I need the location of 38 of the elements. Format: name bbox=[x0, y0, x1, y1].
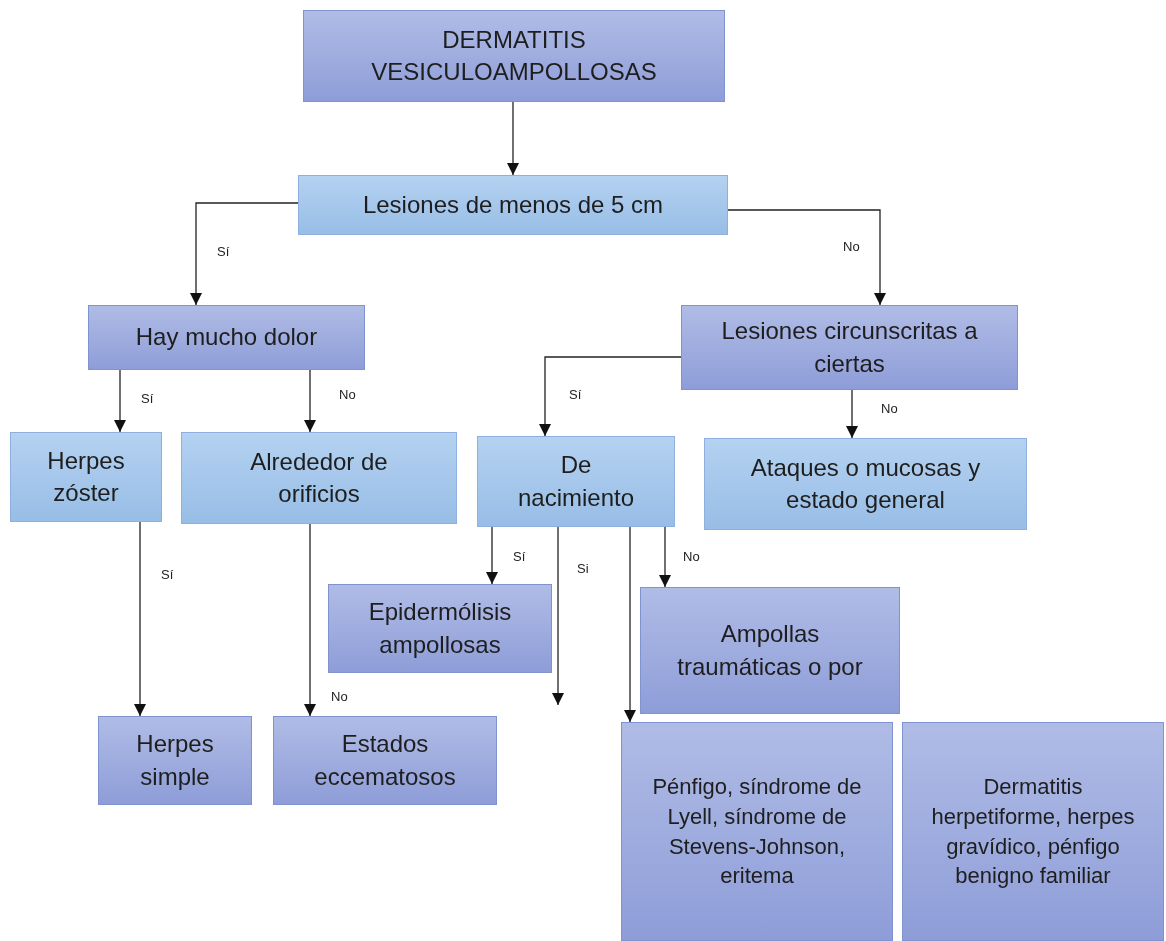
arrow bbox=[624, 526, 636, 723]
arrow bbox=[304, 523, 316, 717]
arrow bbox=[552, 526, 564, 706]
edge-label: No bbox=[880, 402, 899, 415]
arrow bbox=[134, 521, 146, 717]
process-box: DERMATITIS VESICULOAMPOLLOSAS bbox=[303, 10, 725, 102]
process-box: Lesiones de menos de 5 cm bbox=[298, 175, 728, 235]
edge-label: No bbox=[682, 550, 701, 563]
arrow bbox=[114, 369, 126, 433]
edge-label: Si bbox=[576, 562, 590, 575]
process-box: Herpes zóster bbox=[10, 432, 162, 522]
edge-label: Sí bbox=[512, 550, 527, 563]
process-box: De nacimiento bbox=[477, 436, 675, 527]
arrow bbox=[659, 526, 671, 588]
edge-label: Sí bbox=[160, 568, 175, 581]
process-box: Pénfigo, síndrome de Lyell, síndrome de Stevens-Johnson, eritema bbox=[621, 722, 893, 941]
arrow bbox=[486, 526, 498, 585]
process-box: Epidermólisis ampollosas bbox=[328, 584, 552, 673]
edge-label: Sí bbox=[140, 392, 155, 405]
arrow bbox=[304, 369, 316, 433]
edge-label: No bbox=[338, 388, 357, 401]
arrow bbox=[190, 202, 299, 306]
arrow bbox=[507, 101, 519, 176]
process-box: Hay mucho dolor bbox=[88, 305, 365, 370]
process-box: Herpes simple bbox=[98, 716, 252, 805]
process-box: Ampollas traumáticas o por bbox=[640, 587, 900, 714]
process-box: Alrededor de orificios bbox=[181, 432, 457, 524]
arrow bbox=[539, 356, 682, 437]
process-box: Ataques o mucosas y estado general bbox=[704, 438, 1027, 530]
edge-label: No bbox=[330, 690, 349, 703]
process-box: Dermatitis herpetiforme, herpes gravídico, pénfigo benigno familiar bbox=[902, 722, 1164, 941]
edge-label: Sí bbox=[568, 388, 583, 401]
edge-label: Sí bbox=[216, 245, 231, 258]
arrow bbox=[727, 209, 886, 306]
arrow bbox=[846, 389, 858, 439]
process-box: Estados eccematosos bbox=[273, 716, 497, 805]
edge-label: No bbox=[842, 240, 861, 253]
process-box: Lesiones circunscritas a ciertas bbox=[681, 305, 1018, 390]
